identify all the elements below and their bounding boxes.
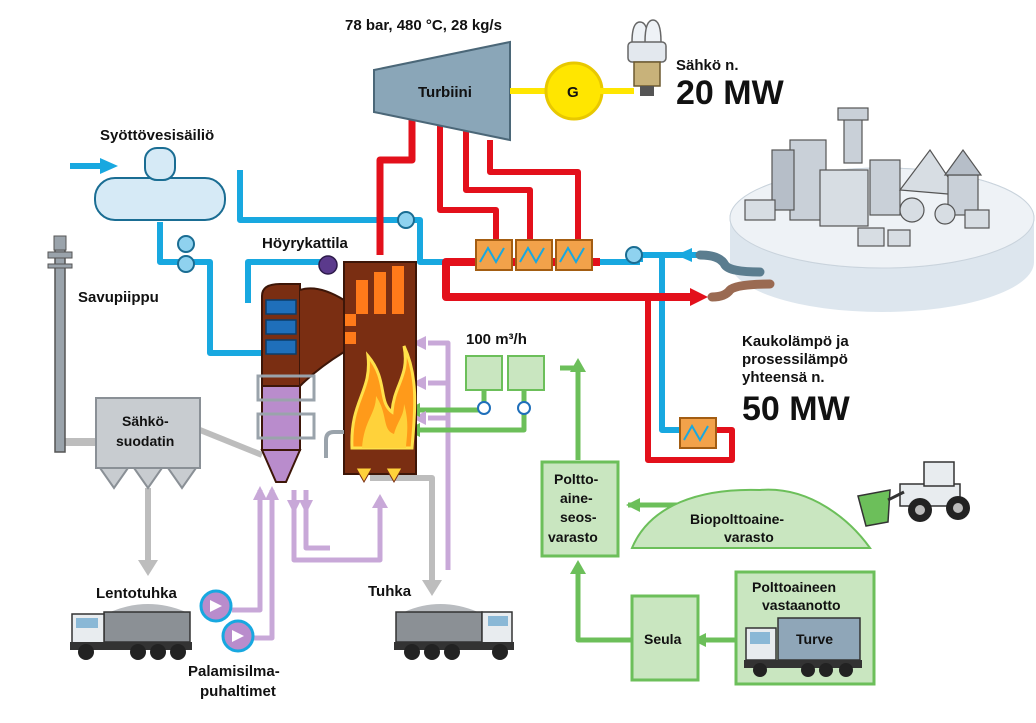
light-bulb-icon <box>627 19 667 96</box>
truck-cargo-label: Turve <box>796 631 833 647</box>
electrostatic-precipitator: Sähkö- suodatin <box>95 397 201 490</box>
esp-to-hopper-pipe <box>198 427 264 458</box>
heat-output: Kaukolämpö ja prosessilämpö yhteensä n. … <box>742 333 851 428</box>
fly-ash-label: Lentotuhka <box>96 585 177 602</box>
heat-label-line2: prosessilämpö <box>742 351 848 368</box>
turbine-label: Turbiini <box>418 84 472 101</box>
fuel-mix-line1: Poltto- <box>554 471 599 487</box>
heat-value: 50 MW <box>742 390 851 428</box>
biofuel-line1: Biopolttoaine- <box>690 511 784 527</box>
combustion-air-fans: Palamisilma- puhaltimet <box>188 589 280 700</box>
peat-truck-icon: Turve <box>744 617 862 677</box>
esp-label-line1: Sähkö- <box>122 413 169 429</box>
city-illustration <box>729 107 1035 312</box>
heat-label-line1: Kaukolämpö ja <box>742 333 849 350</box>
feedwater-to-boiler-pipe <box>157 222 262 356</box>
water-pumps <box>177 211 643 273</box>
turbine-group: 78 bar, 480 °C, 28 kg/s Turbiini G Sähkö… <box>345 17 785 142</box>
wheel-loader-icon <box>857 461 970 527</box>
esp-label-line2: suodatin <box>116 433 174 449</box>
heating-supply-tube <box>707 279 775 302</box>
flyash-truck-icon: Lentotuhka <box>70 585 192 660</box>
heat-exchanger <box>679 417 717 449</box>
fuel-mix-line2: aine- <box>560 490 593 506</box>
fuel-mix-line3: seos- <box>560 509 597 525</box>
electricity-label: Sähkö n. <box>676 57 739 74</box>
air-pipe-b <box>252 490 275 641</box>
air-pipe-c <box>291 490 383 563</box>
valve-icon <box>477 401 491 415</box>
process-return-pipe <box>659 255 690 433</box>
heat-label-line3: yhteensä n. <box>742 369 825 386</box>
main-steam-pipe <box>376 120 416 255</box>
pump-icon <box>177 255 195 273</box>
flame-icon <box>350 345 417 450</box>
ash-truck-icon: Tuhka <box>368 583 514 660</box>
extraction-pipe-3 <box>487 140 581 248</box>
feedwater-tank-label: Syöttövesisäiliö <box>100 127 214 144</box>
screen-label: Seula <box>644 631 682 647</box>
fuel-reception: Polttoaineen vastaanotto Turve <box>734 570 876 686</box>
fuel-mix-pipe <box>560 365 581 460</box>
screen-station: Seula <box>630 594 700 682</box>
reception-line2: vastaanotto <box>762 597 841 613</box>
generator-label: G <box>567 84 579 101</box>
pump-icon <box>625 246 643 264</box>
fuel-feed-pipe-1 <box>418 390 487 413</box>
fuel-mix-line4: varasto <box>548 529 598 545</box>
heat-exchangers <box>475 239 717 449</box>
chimney: Savupiippu <box>47 235 159 453</box>
process-steam-pipe <box>645 297 735 463</box>
pump-icon <box>177 235 195 253</box>
ash-label: Tuhka <box>368 583 412 600</box>
fans-label-line1: Palamisilma- <box>188 663 280 680</box>
heat-exchanger <box>515 239 553 271</box>
biofuel-store: Biopolttoaine- varasto <box>630 488 872 549</box>
biofuel-line2: varasto <box>724 529 774 545</box>
boiler: Höyrykattila <box>256 235 417 484</box>
air-pipe-a <box>232 490 263 613</box>
extraction-pipe-1 <box>437 120 499 248</box>
steam-drum-icon <box>318 255 338 275</box>
extraction-pipe-2 <box>463 128 533 248</box>
chimney-label: Savupiippu <box>78 289 159 306</box>
valve-icon <box>517 401 531 415</box>
electricity-value: 20 MW <box>676 74 785 112</box>
heat-exchanger <box>555 239 593 271</box>
heat-exchanger <box>475 239 513 271</box>
feedwater-tank: Syöttövesisäiliö <box>94 127 226 221</box>
flow-rate-label: 100 m³/h <box>466 331 527 348</box>
fans-label-line2: puhaltimet <box>200 683 276 700</box>
fuel-mix-store: Poltto- aine- seos- varasto <box>540 460 620 558</box>
turbine <box>373 40 511 142</box>
screen-to-store-pipe <box>575 570 632 643</box>
steam-params-label: 78 bar, 480 °C, 28 kg/s <box>345 17 502 34</box>
bottom-ash-pipe <box>370 475 435 580</box>
reception-line1: Polttoaineen <box>752 579 836 595</box>
fuel-feeders: 100 m³/h <box>465 331 545 415</box>
heating-return-tube <box>695 250 765 277</box>
economizer-pipe <box>245 259 330 303</box>
pump-icon <box>397 211 415 229</box>
boiler-label: Höyrykattila <box>262 235 349 252</box>
air-pipe-d <box>303 490 330 551</box>
secondary-air-pipe <box>428 340 451 570</box>
